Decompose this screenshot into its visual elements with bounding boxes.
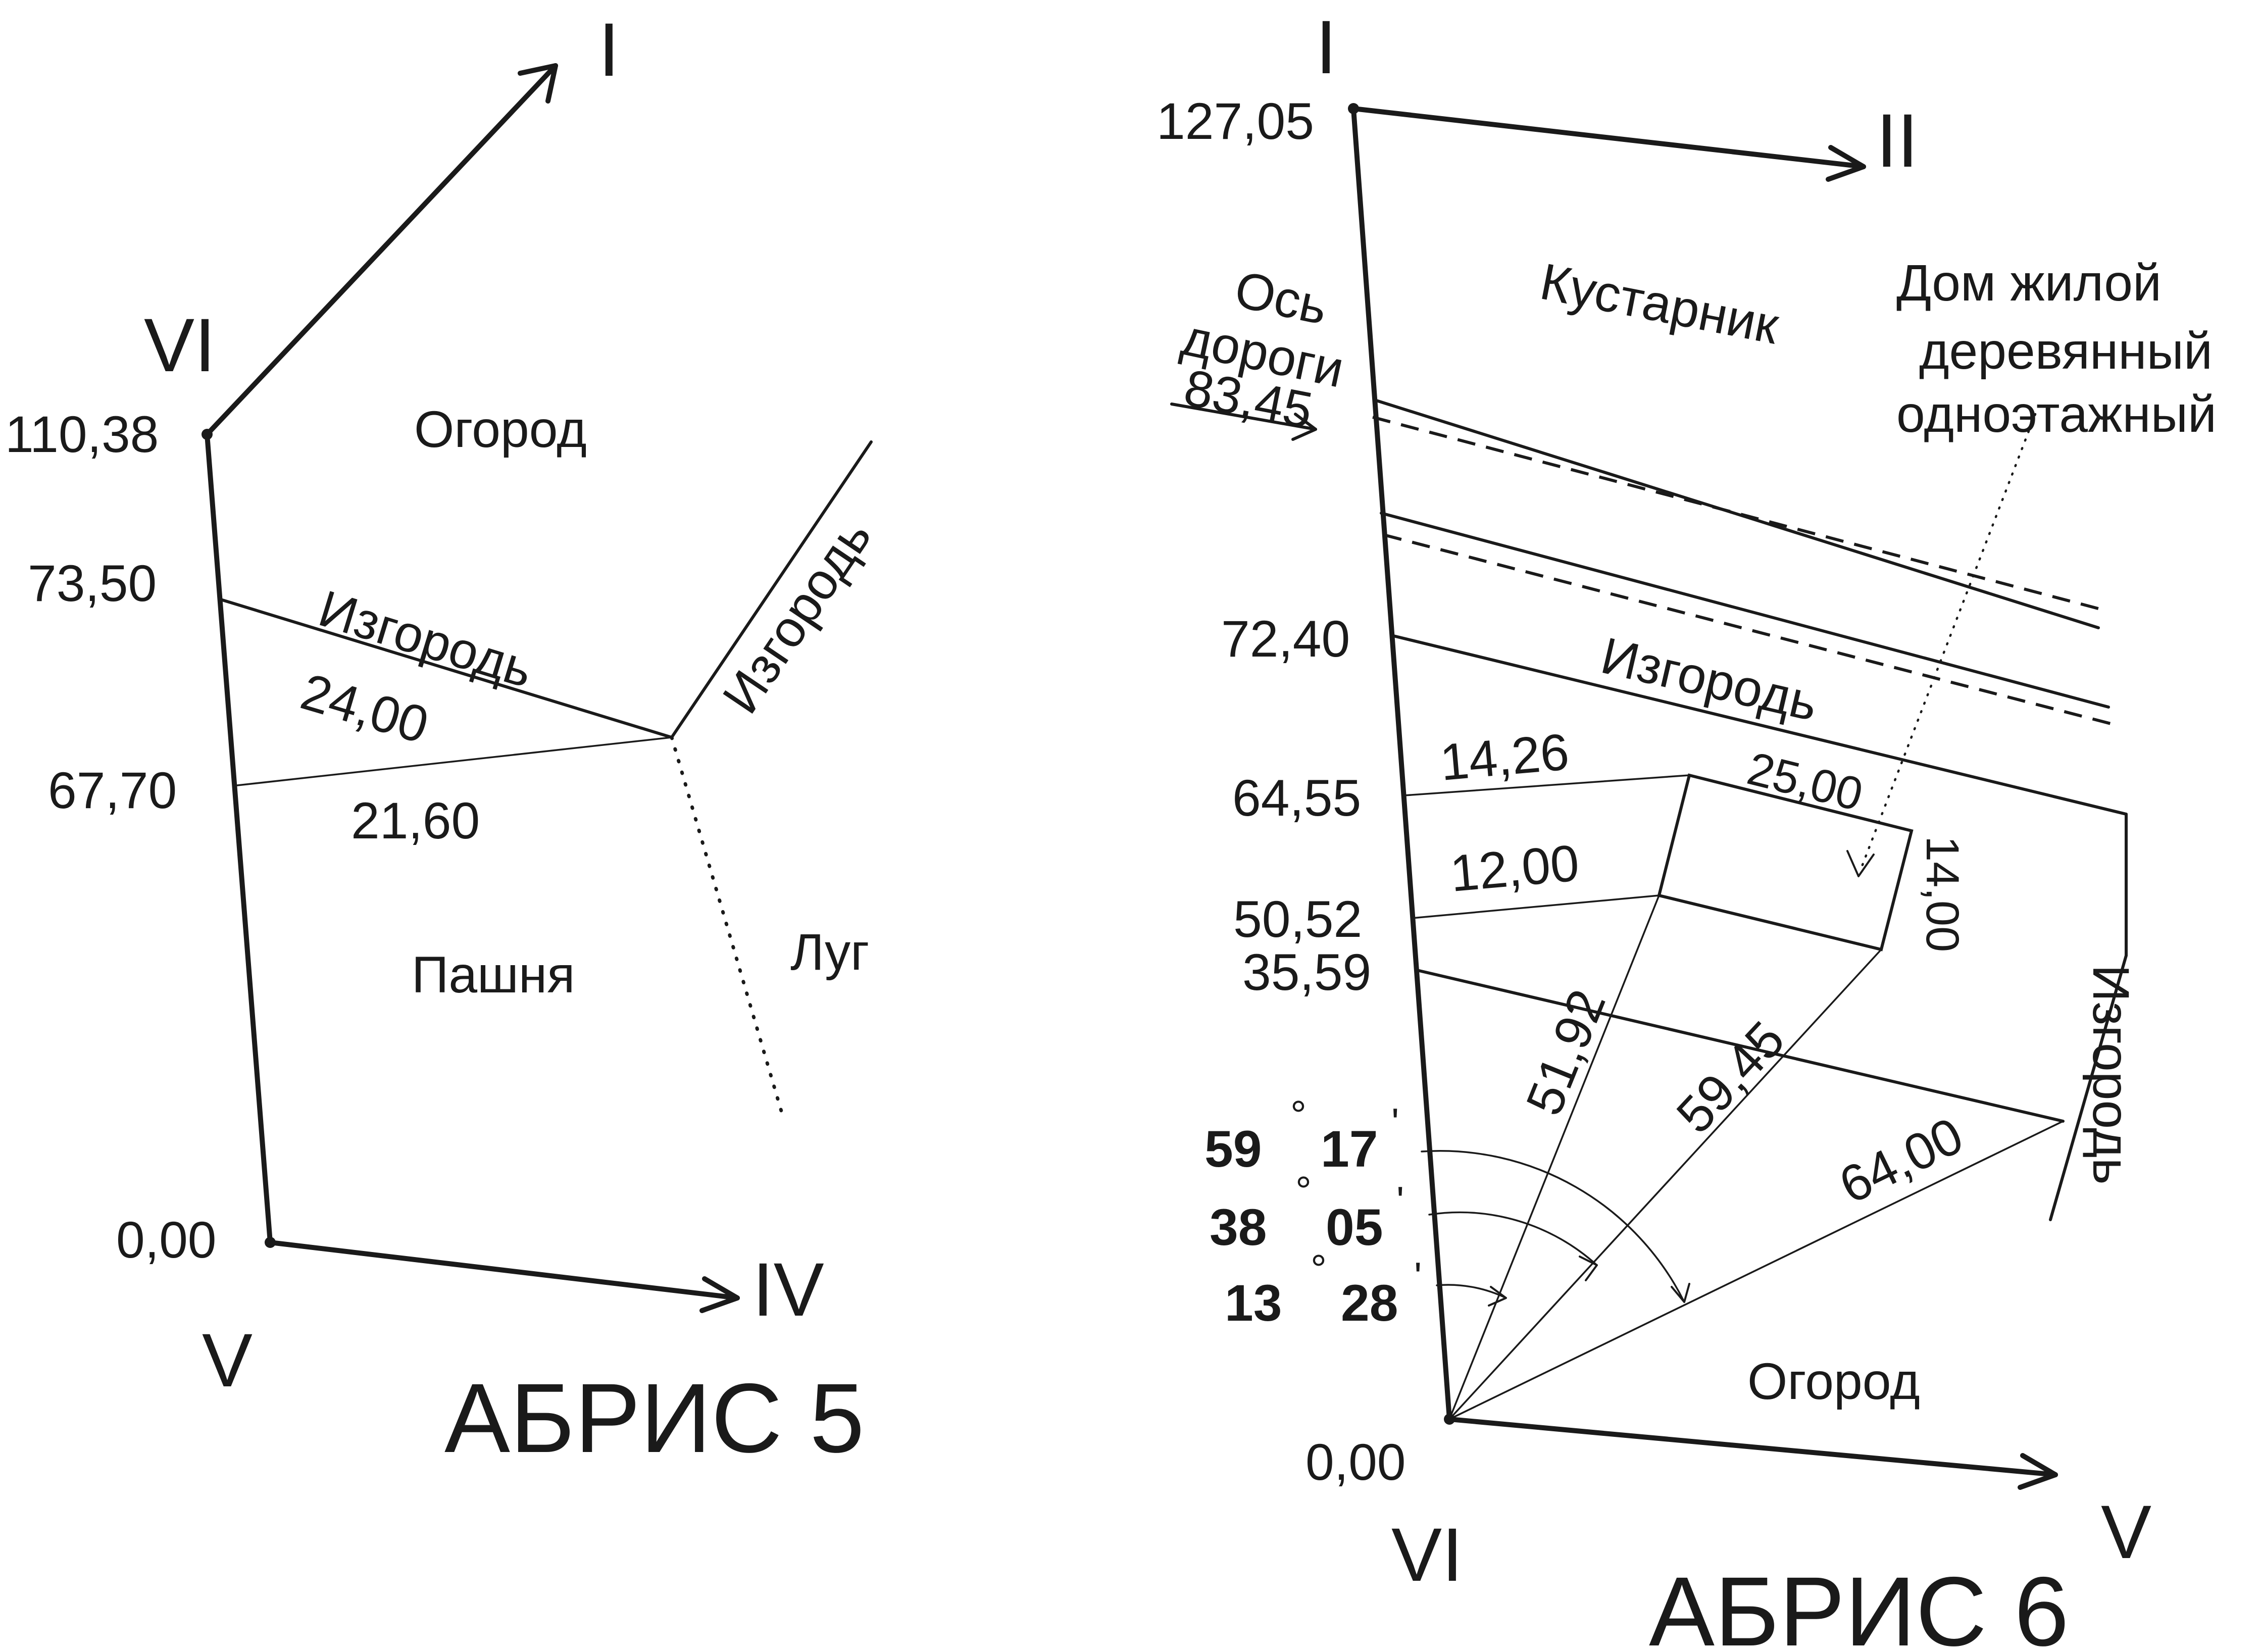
road-edge-upper — [1373, 398, 2100, 629]
house-label-line-3: одноэтажный — [1896, 385, 2217, 443]
angle-label-59-17: 59 ° 17 ' — [1204, 1092, 1399, 1178]
angle-arc-13-28 — [1436, 1284, 1507, 1299]
road-ditch-lower — [1383, 533, 2112, 725]
abris-6-title: АБРИС 6 — [1649, 1557, 2069, 1652]
station-label-ii: II — [1876, 98, 1918, 183]
road-axis-arrow-head — [1291, 413, 1317, 441]
radial-line-51-92 — [1448, 894, 1660, 1420]
segment-59-45: 59,45 — [1666, 1011, 1795, 1144]
direction-line-vi-i — [205, 63, 558, 437]
segment-14-26: 14,26 — [1438, 723, 1571, 791]
station-label-vi: VI — [144, 303, 216, 387]
angle-min-17: 17 — [1321, 1120, 1378, 1178]
meadow-boundary — [670, 735, 785, 1118]
hedge-line-upper — [1390, 634, 2128, 816]
angle-arc-38-05 — [1428, 1211, 1598, 1266]
house-leader-arrow — [1846, 850, 1875, 877]
radial-line-59-45 — [1448, 948, 1882, 1420]
offset-line-14-26 — [1403, 774, 1690, 796]
angle-arc-59-17 — [1421, 1150, 1685, 1303]
direction-line-i-ii — [1351, 106, 1866, 169]
segment-12-00: 12,00 — [1448, 834, 1581, 903]
offset-line-12-00 — [1411, 894, 1660, 919]
minute-sign: ' — [1391, 1100, 1399, 1145]
angle-arrow-59-17 — [1671, 1283, 1690, 1303]
distance-0-00: 0,00 — [1305, 1433, 1406, 1491]
station-label-vi: VI — [1391, 1512, 1463, 1597]
distance-73-50: 73,50 — [28, 555, 157, 612]
road-edge-lower — [1380, 512, 2110, 709]
direction-line-v-iv — [268, 1240, 740, 1300]
degree-sign: ° — [1290, 1092, 1307, 1137]
area-label-meadow: Луг — [790, 923, 869, 981]
arrow-head-i — [518, 63, 558, 104]
house-label-line-2: деревянный — [1919, 322, 2213, 380]
area-label-garden: Огород — [414, 401, 587, 458]
abris-6: I II V VI 127,05 83,45 72,40 64,55 50,52… — [1157, 5, 2217, 1652]
angle-deg-38: 38 — [1210, 1198, 1267, 1256]
segment-14-00: 14,00 — [1917, 836, 1968, 952]
distance-64-55: 64,55 — [1232, 769, 1361, 827]
station-label-i: I — [598, 7, 620, 92]
degree-sign: ° — [1295, 1168, 1312, 1213]
direction-line-vi-v — [1447, 1417, 2058, 1477]
distance-50-52: 50,52 — [1233, 890, 1362, 948]
traverse-line-i-vi — [1351, 106, 1452, 1422]
offset-line-21-60 — [236, 736, 673, 786]
house-label-line-1: Дом жилой — [1896, 254, 2162, 312]
distance-72-40: 72,40 — [1221, 610, 1350, 668]
angle-min-28: 28 — [1341, 1274, 1398, 1332]
angle-label-38-05: 38 ° 05 ' — [1210, 1168, 1404, 1256]
area-label-shrub: Кустарник — [1536, 253, 1784, 355]
segment-24-00: 24,00 — [295, 663, 435, 755]
abris-5: I VI IV V 110,38 73,50 67,70 0,00 24,00 … — [5, 7, 882, 1473]
distance-35-59: 35,59 — [1242, 943, 1371, 1001]
station-point-v — [265, 1237, 276, 1248]
station-point-i — [1348, 103, 1359, 114]
station-label-v: V — [2101, 1489, 2151, 1574]
distance-0-00: 0,00 — [116, 1211, 217, 1269]
angle-arrow-38-05 — [1579, 1256, 1598, 1281]
hedge-label-right: Изгородь — [712, 509, 882, 723]
road-ditch-upper — [1372, 416, 2099, 610]
segment-25-00: 25,00 — [1742, 742, 1868, 821]
station-label-i: I — [1316, 5, 1337, 89]
traverse-line-vi-v — [205, 432, 273, 1245]
area-label-garden: Огород — [1747, 1353, 1920, 1410]
house-leader-line — [1860, 413, 2037, 870]
distance-110-38: 110,38 — [5, 406, 159, 463]
segment-51-92: 51,92 — [1515, 982, 1617, 1123]
angle-deg-13: 13 — [1225, 1274, 1282, 1332]
arrow-head-iv — [699, 1276, 740, 1313]
station-label-iv: IV — [752, 1247, 824, 1332]
radial-line-64-00 — [1448, 1120, 2064, 1420]
distance-67-70: 67,70 — [48, 762, 177, 819]
hedge-line-middle — [1418, 969, 2065, 1123]
hedge-line-lower — [2049, 954, 2128, 1221]
angle-label-13-28: 13 ° 28 ' — [1225, 1246, 1422, 1332]
area-label-field: Пашня — [412, 946, 575, 1004]
angle-arrow-13-28 — [1488, 1286, 1507, 1307]
arrow-head-v — [2018, 1453, 2058, 1490]
road-axis-arrow — [1170, 403, 1317, 431]
angle-min-05: 05 — [1326, 1198, 1383, 1256]
degree-sign: ° — [1311, 1246, 1327, 1291]
minute-sign: ' — [1396, 1178, 1404, 1223]
distance-127-05: 127,05 — [1157, 92, 1314, 150]
station-point-vi — [202, 429, 213, 440]
angle-deg-59: 59 — [1204, 1120, 1262, 1178]
segment-64-00: 64,00 — [1831, 1106, 1972, 1214]
hedge-line-right — [670, 440, 873, 739]
station-label-v: V — [202, 1318, 253, 1403]
abris-5-title: АБРИС 5 — [444, 1363, 865, 1473]
hedge-line-upper — [219, 598, 673, 739]
hedge-label-vertical: Изгородь — [2082, 965, 2140, 1185]
segment-21-60: 21,60 — [351, 792, 480, 849]
hedge-label-upper: Изгородь — [1596, 626, 1823, 732]
minute-sign: ' — [1414, 1254, 1422, 1299]
arrow-head-ii — [1826, 145, 1866, 182]
